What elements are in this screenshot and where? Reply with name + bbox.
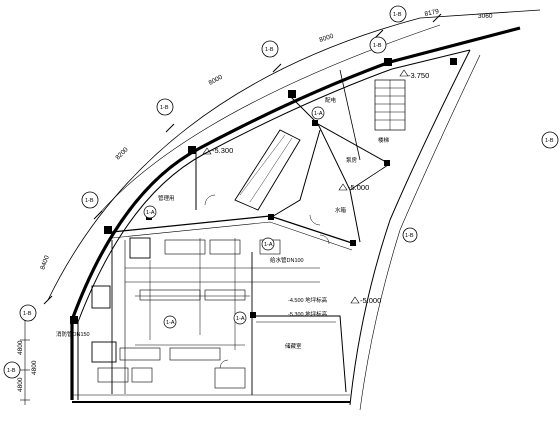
room-label-a: 配电 (325, 96, 337, 104)
axis-marker-label: 1-B (85, 198, 94, 204)
equipment (97, 239, 281, 389)
grid-marker-labels: 1-A 1-A 1-A 1-A 1-A (146, 111, 323, 326)
pipe-note-b: 消防管DN150 (56, 330, 90, 338)
axis-marker-label: 1-B (545, 138, 554, 144)
room-label-d: 水箱 (335, 206, 347, 214)
axis-marker-label: 1-B (265, 47, 274, 53)
axis-marker-label: 1-B (405, 233, 414, 239)
pipe-note-a: 给水管DN100 (270, 256, 304, 264)
room-label-machine: 管理用 (158, 194, 175, 202)
axis-markers (3, 5, 559, 379)
grid-marker-label: 1-A (236, 316, 245, 322)
dimension-top-span: 8179 (424, 8, 440, 18)
room-label-c: 储藏室 (285, 342, 302, 350)
left-dimension-line (20, 320, 30, 405)
axis-marker-label: 1-B (7, 368, 16, 374)
room-label-b: 泵房 (346, 156, 358, 164)
dimension-right-span: 3060 (478, 13, 493, 20)
dimension-left-1: 4800 (17, 340, 24, 355)
axis-marker-labels: 1-B 1-B 1-B 1-B 1-B 1-B 1-B 1-B 1-B (7, 12, 554, 374)
grid-marker-label: 1-A (166, 320, 175, 326)
grid-marker-label: 1-A (314, 111, 323, 117)
axis-marker-label: 1-B (160, 105, 169, 111)
dimension-arc-b: 8000 (208, 74, 224, 87)
axis-marker-label: 1-B (23, 311, 32, 317)
outer-curved-wall (70, 26, 521, 411)
grid-marker-label: 1-A (146, 210, 155, 216)
level-note-1: -4.500 地坪标高 (288, 296, 328, 304)
elevation-labels: -3.750 -5.300 -5.000 -5.000 -4.500 地坪标高 … (212, 71, 429, 318)
axis-marker-label: 1-B (393, 12, 402, 18)
elevation-lower-right: -5.000 (360, 296, 381, 305)
dimension-left-2: 4800 (17, 377, 24, 392)
dimension-arc-c: 8200 (114, 146, 129, 161)
grid-marker-label: 1-A (264, 242, 273, 248)
axis-marker-label: 1-B (373, 43, 382, 49)
elevation-triangles (202, 69, 409, 304)
dimension-left-arc: 8400 (39, 254, 51, 270)
elevation-mid-left: -5.300 (212, 146, 233, 155)
grid-markers (143, 106, 325, 329)
elevation-upper-right: -3.750 (408, 71, 429, 80)
dimension-left-3: 4800 (31, 360, 38, 375)
room-labels: 管理用 配电 泵房 储藏室 水箱 楼梯 给水管DN100 消防管DN150 (56, 96, 390, 350)
interior-walls (91, 69, 406, 395)
elevation-mid-right: -5.000 (348, 183, 369, 192)
room-label-e: 楼梯 (378, 136, 390, 144)
structural-columns (70, 58, 457, 324)
dimension-arc-a: 8000 (318, 33, 334, 44)
level-note-2: -5.300 地坪标高 (288, 310, 328, 318)
